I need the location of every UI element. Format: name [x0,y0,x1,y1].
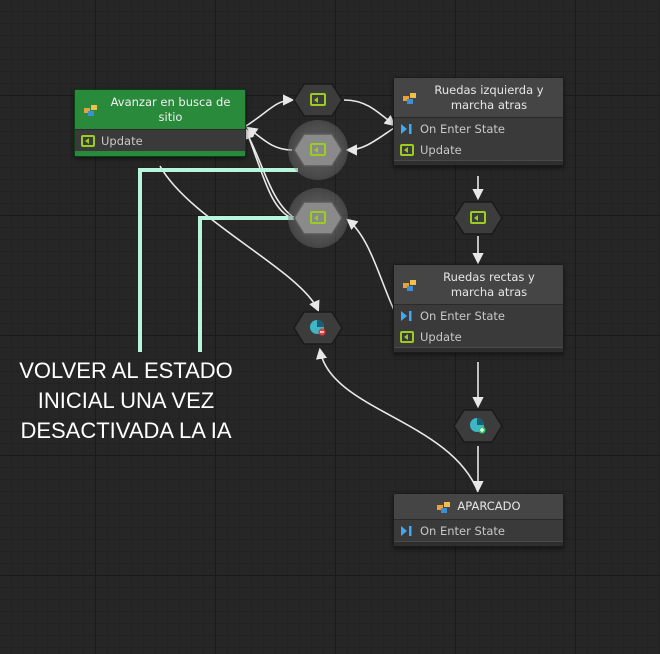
unit-label: Update [101,133,143,148]
unit-row-on-enter-state[interactable]: On Enter State [394,118,563,139]
state-title: Ruedas izquierda y marcha atras [434,82,544,112]
transition-node-t5[interactable] [452,200,504,236]
state-icon [437,501,451,513]
update-transition-icon [310,211,326,224]
state-header[interactable]: Avanzar en busca de sitio [75,90,245,130]
transition-node-t2[interactable] [292,132,344,168]
state-header[interactable]: Ruedas izquierda y marcha atras [394,78,563,118]
unit-label: Update [420,329,462,344]
unit-label: On Enter State [420,523,505,538]
state-ruedas-izquierda[interactable]: Ruedas izquierda y marcha atras On Enter… [393,77,564,166]
state-avanzar[interactable]: Avanzar en busca de sitio Update [74,89,246,157]
on-enter-state-icon [401,123,412,134]
custom-event-transition-icon [310,320,326,336]
state-title: Avanzar en busca de sitio [110,94,231,124]
unit-label: On Enter State [420,308,505,323]
unit-row-on-enter-state[interactable]: On Enter State [394,520,563,541]
unit-row-update[interactable]: Update [75,130,245,151]
annotation-caption: VOLVER AL ESTADO INICIAL UNA VEZ DESACTI… [19,358,233,443]
state-footer [394,160,563,165]
unit-row-on-enter-state[interactable]: On Enter State [394,305,563,326]
state-footer [394,347,563,352]
state-icon [84,104,97,116]
unit-row-update[interactable]: Update [394,139,563,160]
transition-node-t4[interactable] [292,310,344,346]
state-aparcado[interactable]: APARCADO On Enter State [393,493,564,547]
on-enter-state-icon [401,310,412,321]
state-footer [394,541,563,546]
unit-label: Update [420,142,462,157]
unit-label: On Enter State [420,121,505,136]
state-title: APARCADO [457,499,521,513]
update-transition-icon [470,211,486,224]
update-icon [400,330,414,343]
state-header[interactable]: APARCADO [394,494,563,520]
state-footer [75,151,245,156]
update-transition-icon [310,93,326,106]
transition-node-t1[interactable] [292,82,344,118]
custom-event-transition-icon [470,418,486,434]
update-icon [81,134,95,147]
on-enter-state-icon [401,525,412,536]
transition-node-t3[interactable] [292,200,344,236]
state-ruedas-rectas[interactable]: Ruedas rectas y marcha atras On Enter St… [393,264,564,353]
unit-row-update[interactable]: Update [394,326,563,347]
update-transition-icon [310,143,326,156]
state-icon [403,92,416,104]
state-header[interactable]: Ruedas rectas y marcha atras [394,265,563,305]
update-icon [400,143,414,156]
state-icon [403,279,416,291]
state-title: Ruedas rectas y marcha atras [443,269,535,299]
transition-node-t6[interactable] [452,408,504,444]
